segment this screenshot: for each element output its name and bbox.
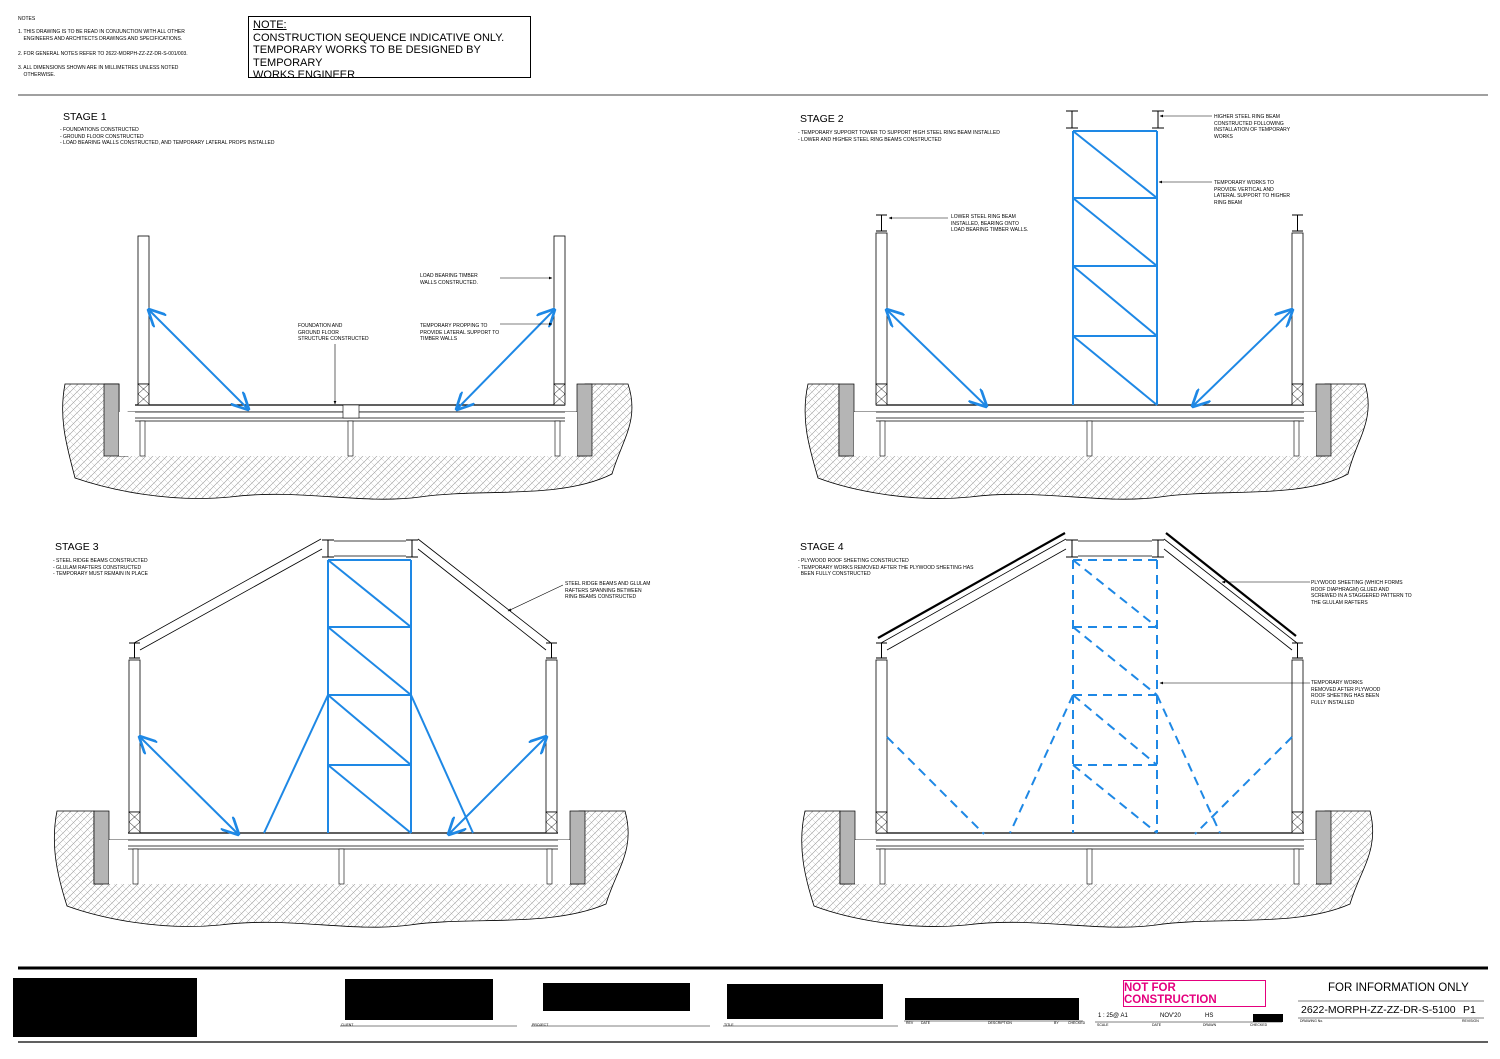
scale-value: 1 : 25@ A1	[1098, 1013, 1128, 1019]
note-item-1: 1. THIS DRAWING IS TO BE READ IN CONJUNC…	[18, 29, 185, 42]
construction-note-box: NOTE: CONSTRUCTION SEQUENCE INDICATIVE O…	[248, 16, 531, 81]
title-block-frame	[18, 966, 1488, 1043]
note-box-line-3: WORKS ENGINEER	[253, 69, 356, 81]
checked2-label: CHECKED	[1250, 1023, 1268, 1027]
stage-4-section	[801, 532, 1374, 928]
redacted-logo	[13, 978, 197, 1037]
note-item-2: 2. FOR GENERAL NOTES REFER TO 2622-MORPH…	[18, 51, 188, 57]
stage-2-section	[804, 110, 1369, 500]
drawn-label: DRAWN	[1203, 1023, 1217, 1027]
for-information-only: FOR INFORMATION ONLY	[1328, 982, 1469, 994]
stage-2-label-lower-beam: LOWER STEEL RING BEAM INSTALLED, BEARING…	[951, 214, 1029, 233]
redacted-client	[345, 979, 493, 1020]
drawing-number: 2622-MORPH-ZZ-ZZ-DR-S-5100	[1301, 1004, 1456, 1016]
description-label: DESCRIPTION	[988, 1021, 1012, 1025]
stage-3-description: - STEEL RIDGE BEAMS CONSTRUCTED - GLULAM…	[53, 558, 148, 577]
redacted-project	[543, 983, 690, 1011]
note-item-3: 3. ALL DIMENSIONS SHOWN ARE IN MILLIMETR…	[18, 65, 179, 78]
drawn-value: HS	[1205, 1013, 1214, 1019]
stage-4-title: STAGE 4	[800, 541, 844, 553]
stage-1-title: STAGE 1	[63, 111, 107, 123]
project-label: PROJECT	[532, 1023, 549, 1027]
note-box-line-2: TEMPORARY WORKS TO BE DESIGNED BY TEMPOR…	[253, 44, 481, 69]
redacted-title	[727, 984, 883, 1019]
revision-value: P1	[1463, 1004, 1476, 1016]
stage-2-label-higher-beam: HIGHER STEEL RING BEAM CONSTRUCTED FOLLO…	[1214, 114, 1291, 140]
client-label: CLIENT	[341, 1023, 354, 1027]
title-label: TITLE	[724, 1023, 734, 1027]
date-label: DATE	[921, 1021, 931, 1025]
stage-4-label-plywood: PLYWOOD SHEETING (WHICH FORMS ROOF DIAPH…	[1311, 580, 1412, 606]
not-for-construction-stamp: NOT FOR CONSTRUCTION	[1123, 980, 1266, 1007]
scale-label: SCALE	[1097, 1023, 1109, 1027]
stage-1-label-walls: LOAD BEARING TIMBER WALLS CONSTRUCTED.	[420, 273, 478, 286]
stage-1-label-propping: TEMPORARY PROPPING TO PROVIDE LATERAL SU…	[420, 323, 500, 342]
by-label: BY	[1054, 1021, 1059, 1025]
note-box-heading: NOTE:	[253, 19, 287, 31]
note-box-line-1: CONSTRUCTION SEQUENCE INDICATIVE ONLY.	[253, 31, 505, 44]
redacted-revisions	[905, 998, 1079, 1020]
redacted-checked	[1253, 1014, 1283, 1022]
notes-heading: NOTES	[18, 16, 36, 22]
stage-1-section	[62, 235, 633, 500]
stage-1-label-foundation: FOUNDATION AND GROUND FLOOR STRUCTURE CO…	[298, 323, 369, 342]
stage-3-section	[53, 538, 629, 928]
stage-2-description: - TEMPORARY SUPPORT TOWER TO SUPPORT HIG…	[798, 130, 1000, 143]
stage-3-label-rafters: STEEL RIDGE BEAMS AND GLULAM RAFTERS SPA…	[565, 581, 651, 600]
stage-2-label-temporary-works: TEMPORARY WORKS TO PROVIDE VERTICAL AND …	[1214, 180, 1291, 206]
date-value: NOV'20	[1160, 1013, 1181, 1019]
stage-2-title: STAGE 2	[800, 113, 844, 125]
date2-label: DATE	[1152, 1023, 1162, 1027]
drawing-no-label: DRAWING No.	[1300, 1019, 1324, 1023]
rev-label: REV	[906, 1021, 914, 1025]
stage-4-description: - PLYWOOD ROOF SHEETING CONSTRUCTED - TE…	[798, 558, 974, 577]
stage-4-label-temporary-removed: TEMPORARY WORKS REMOVED AFTER PLYWOOD RO…	[1311, 680, 1381, 706]
stage-1-description: - FOUNDATIONS CONSTRUCTED - GROUND FLOOR…	[60, 127, 275, 146]
revision-label: REVISION	[1462, 1019, 1479, 1023]
stage-3-title: STAGE 3	[55, 541, 99, 553]
checked-label: CHECKED	[1068, 1021, 1086, 1025]
